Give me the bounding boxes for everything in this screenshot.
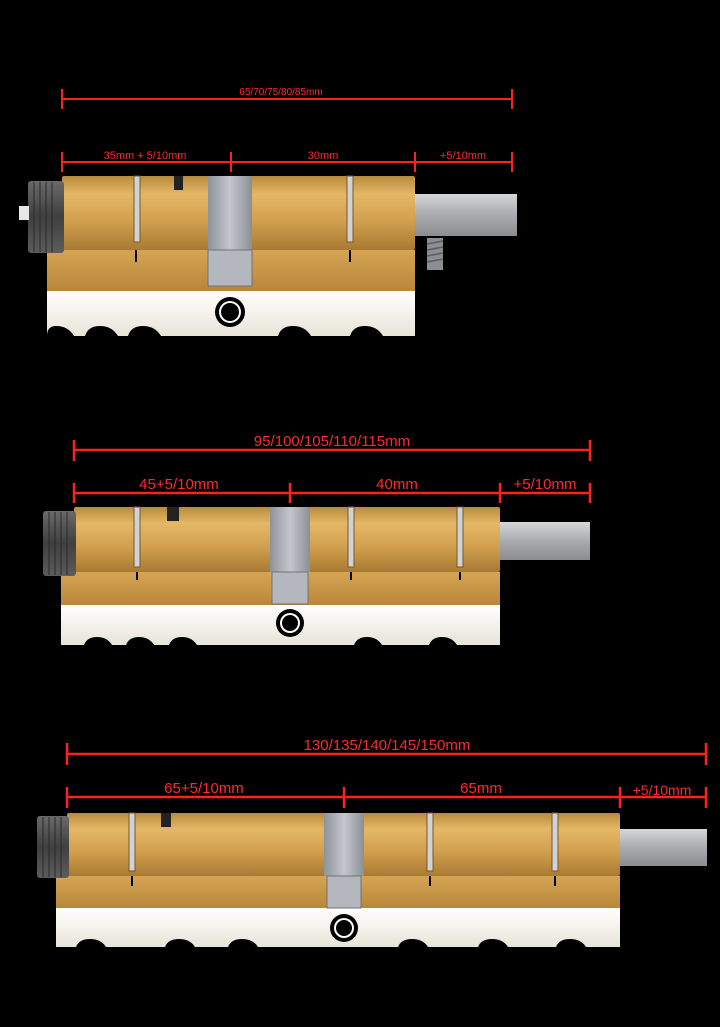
middle-section-label: 65mm <box>460 780 502 797</box>
steel-cam <box>324 813 364 876</box>
knob <box>43 511 76 576</box>
dimension-lines <box>72 440 592 503</box>
left-section-label: 35mm + 5/10mm <box>104 150 187 162</box>
dimension-lines <box>61 89 513 172</box>
total-length-label: 130/135/140/145/150mm <box>304 737 471 754</box>
diagram-1: 65/70/75/80/85mm 35mm + 5/10mm 30mm +5/1… <box>19 87 517 336</box>
steel-cam <box>270 507 310 572</box>
total-length-label: 95/100/105/110/115mm <box>254 433 410 450</box>
knob <box>37 816 69 878</box>
lock-cylinder-drawing <box>43 506 590 645</box>
middle-section-label: 30mm <box>308 150 339 162</box>
steel-cam <box>208 176 252 250</box>
diagram-3: 130/135/140/145/150mm 65+5/10mm 65mm +5/… <box>37 737 708 947</box>
shaft <box>620 829 707 866</box>
diagram-2: 95/100/105/110/115mm 45+5/10mm 40mm +5/1… <box>43 433 592 645</box>
left-section-label: 65+5/10mm <box>164 780 244 797</box>
middle-section-label: 40mm <box>376 476 418 493</box>
lock-cylinder-drawing <box>37 812 707 947</box>
shaft <box>500 522 590 560</box>
dimension-lines <box>65 743 708 808</box>
right-section-label: +5/10mm <box>514 476 577 493</box>
shaft <box>415 194 517 236</box>
total-length-label: 65/70/75/80/85mm <box>239 87 322 98</box>
right-section-label: +5/10mm <box>440 150 486 162</box>
lock-cylinder-drawing <box>19 175 517 336</box>
left-section-label: 45+5/10mm <box>139 476 219 493</box>
right-section-label: +5/10mm <box>633 782 692 798</box>
